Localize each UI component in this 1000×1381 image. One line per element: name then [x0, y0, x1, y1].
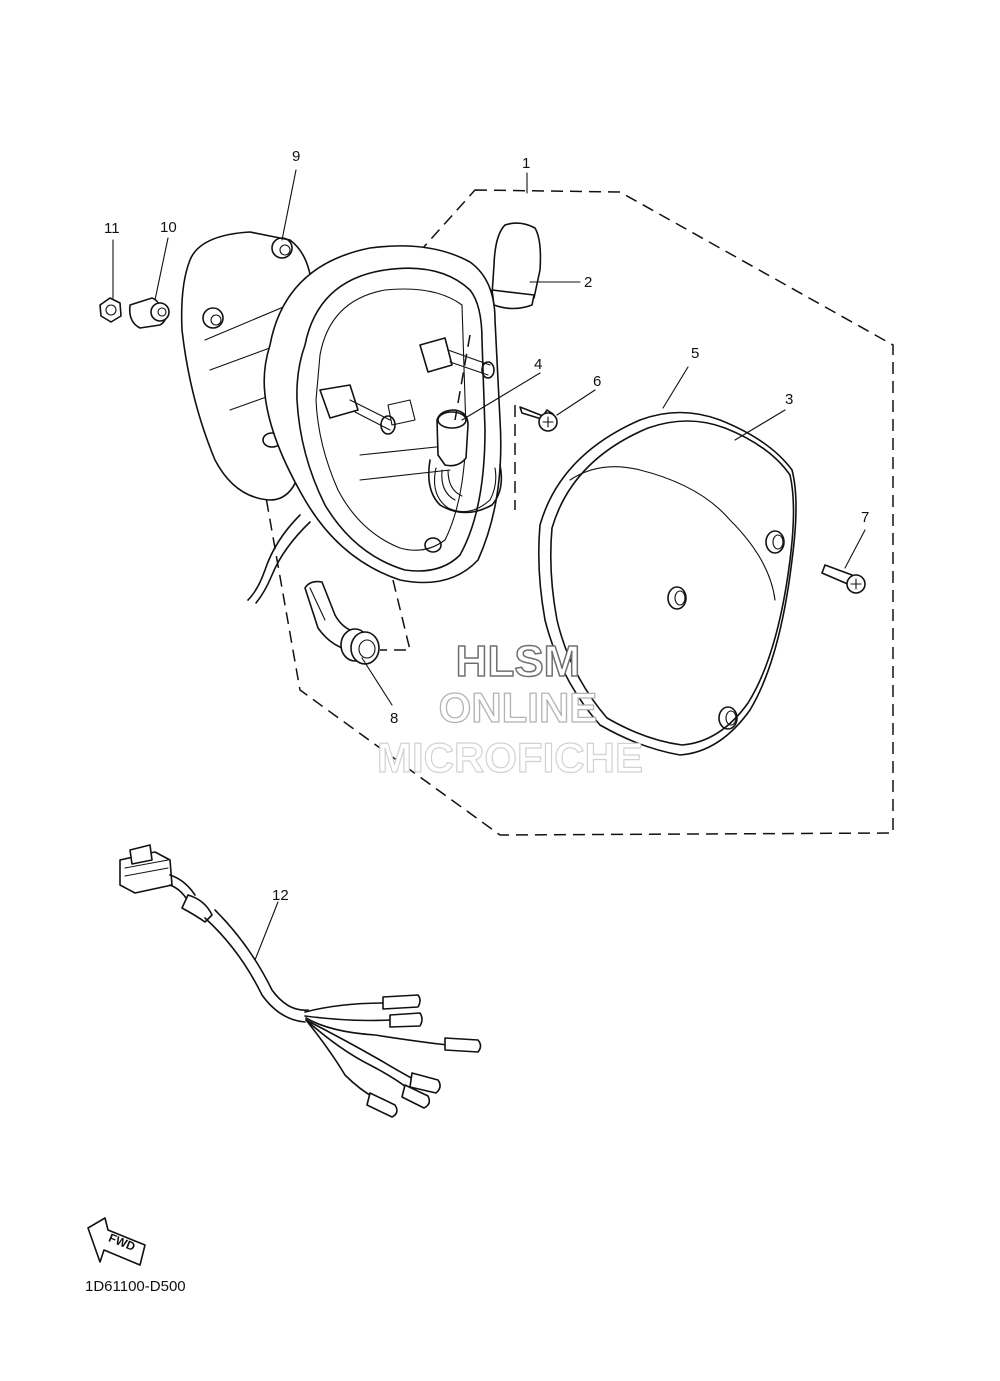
nut-part-11 [99, 297, 122, 323]
watermark: HLSM ONLINE MICROFICHE [376, 636, 643, 781]
callout-9: 9 [292, 148, 300, 165]
housing-base [247, 245, 502, 604]
screw-part-6 [519, 406, 558, 432]
gasket-part-5 [537, 411, 797, 756]
lens-part-3 [549, 420, 795, 746]
diagram-code: 1D61100-D500 [85, 1278, 186, 1295]
screw-part-7 [821, 564, 866, 594]
callout-11: 11 [104, 220, 120, 237]
bolt-part-10 [128, 297, 170, 329]
callout-12: 12 [272, 887, 289, 904]
callout-4: 4 [534, 356, 542, 373]
wire-harness-part-12 [119, 844, 482, 1118]
callout-1: 1 [522, 155, 530, 172]
callout-5: 5 [691, 345, 699, 362]
callout-6: 6 [593, 373, 601, 390]
grommet-part-8 [304, 580, 380, 665]
watermark-line-1: HLSM [456, 637, 581, 686]
callout-7: 7 [861, 509, 869, 526]
fwd-arrow-icon: FWD [87, 1217, 146, 1266]
callout-8: 8 [390, 710, 398, 727]
callout-2: 2 [584, 274, 592, 291]
bulb-part-2 [491, 222, 542, 310]
callout-3: 3 [785, 391, 793, 408]
watermark-line-3: MICROFICHE [377, 734, 643, 781]
leader-lines [112, 169, 866, 961]
watermark-line-2: ONLINE [439, 684, 598, 731]
socket-part-4 [427, 409, 503, 514]
assembly-boundary [254, 189, 894, 836]
callout-10: 10 [160, 219, 177, 236]
